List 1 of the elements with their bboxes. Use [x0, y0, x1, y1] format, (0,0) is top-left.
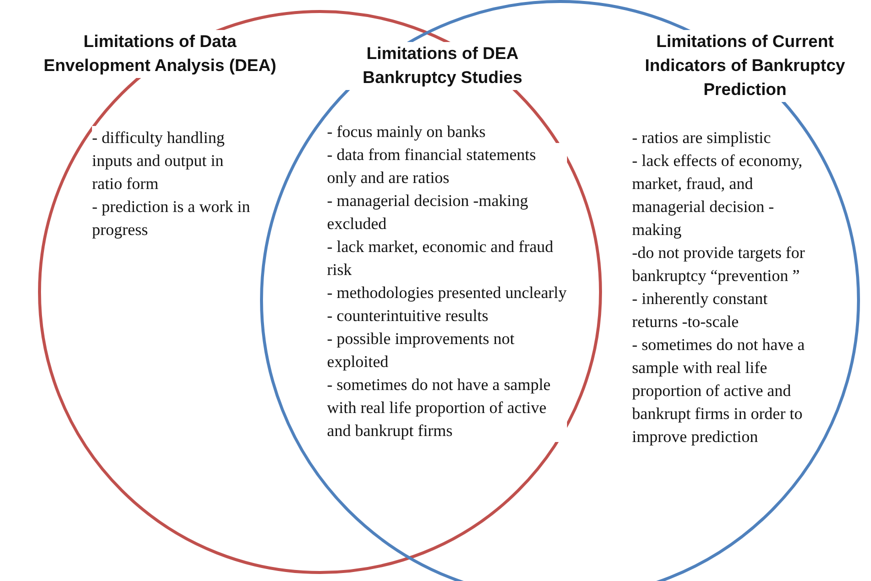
- list-item: - data from financial statements only and are ratios: [327, 143, 567, 189]
